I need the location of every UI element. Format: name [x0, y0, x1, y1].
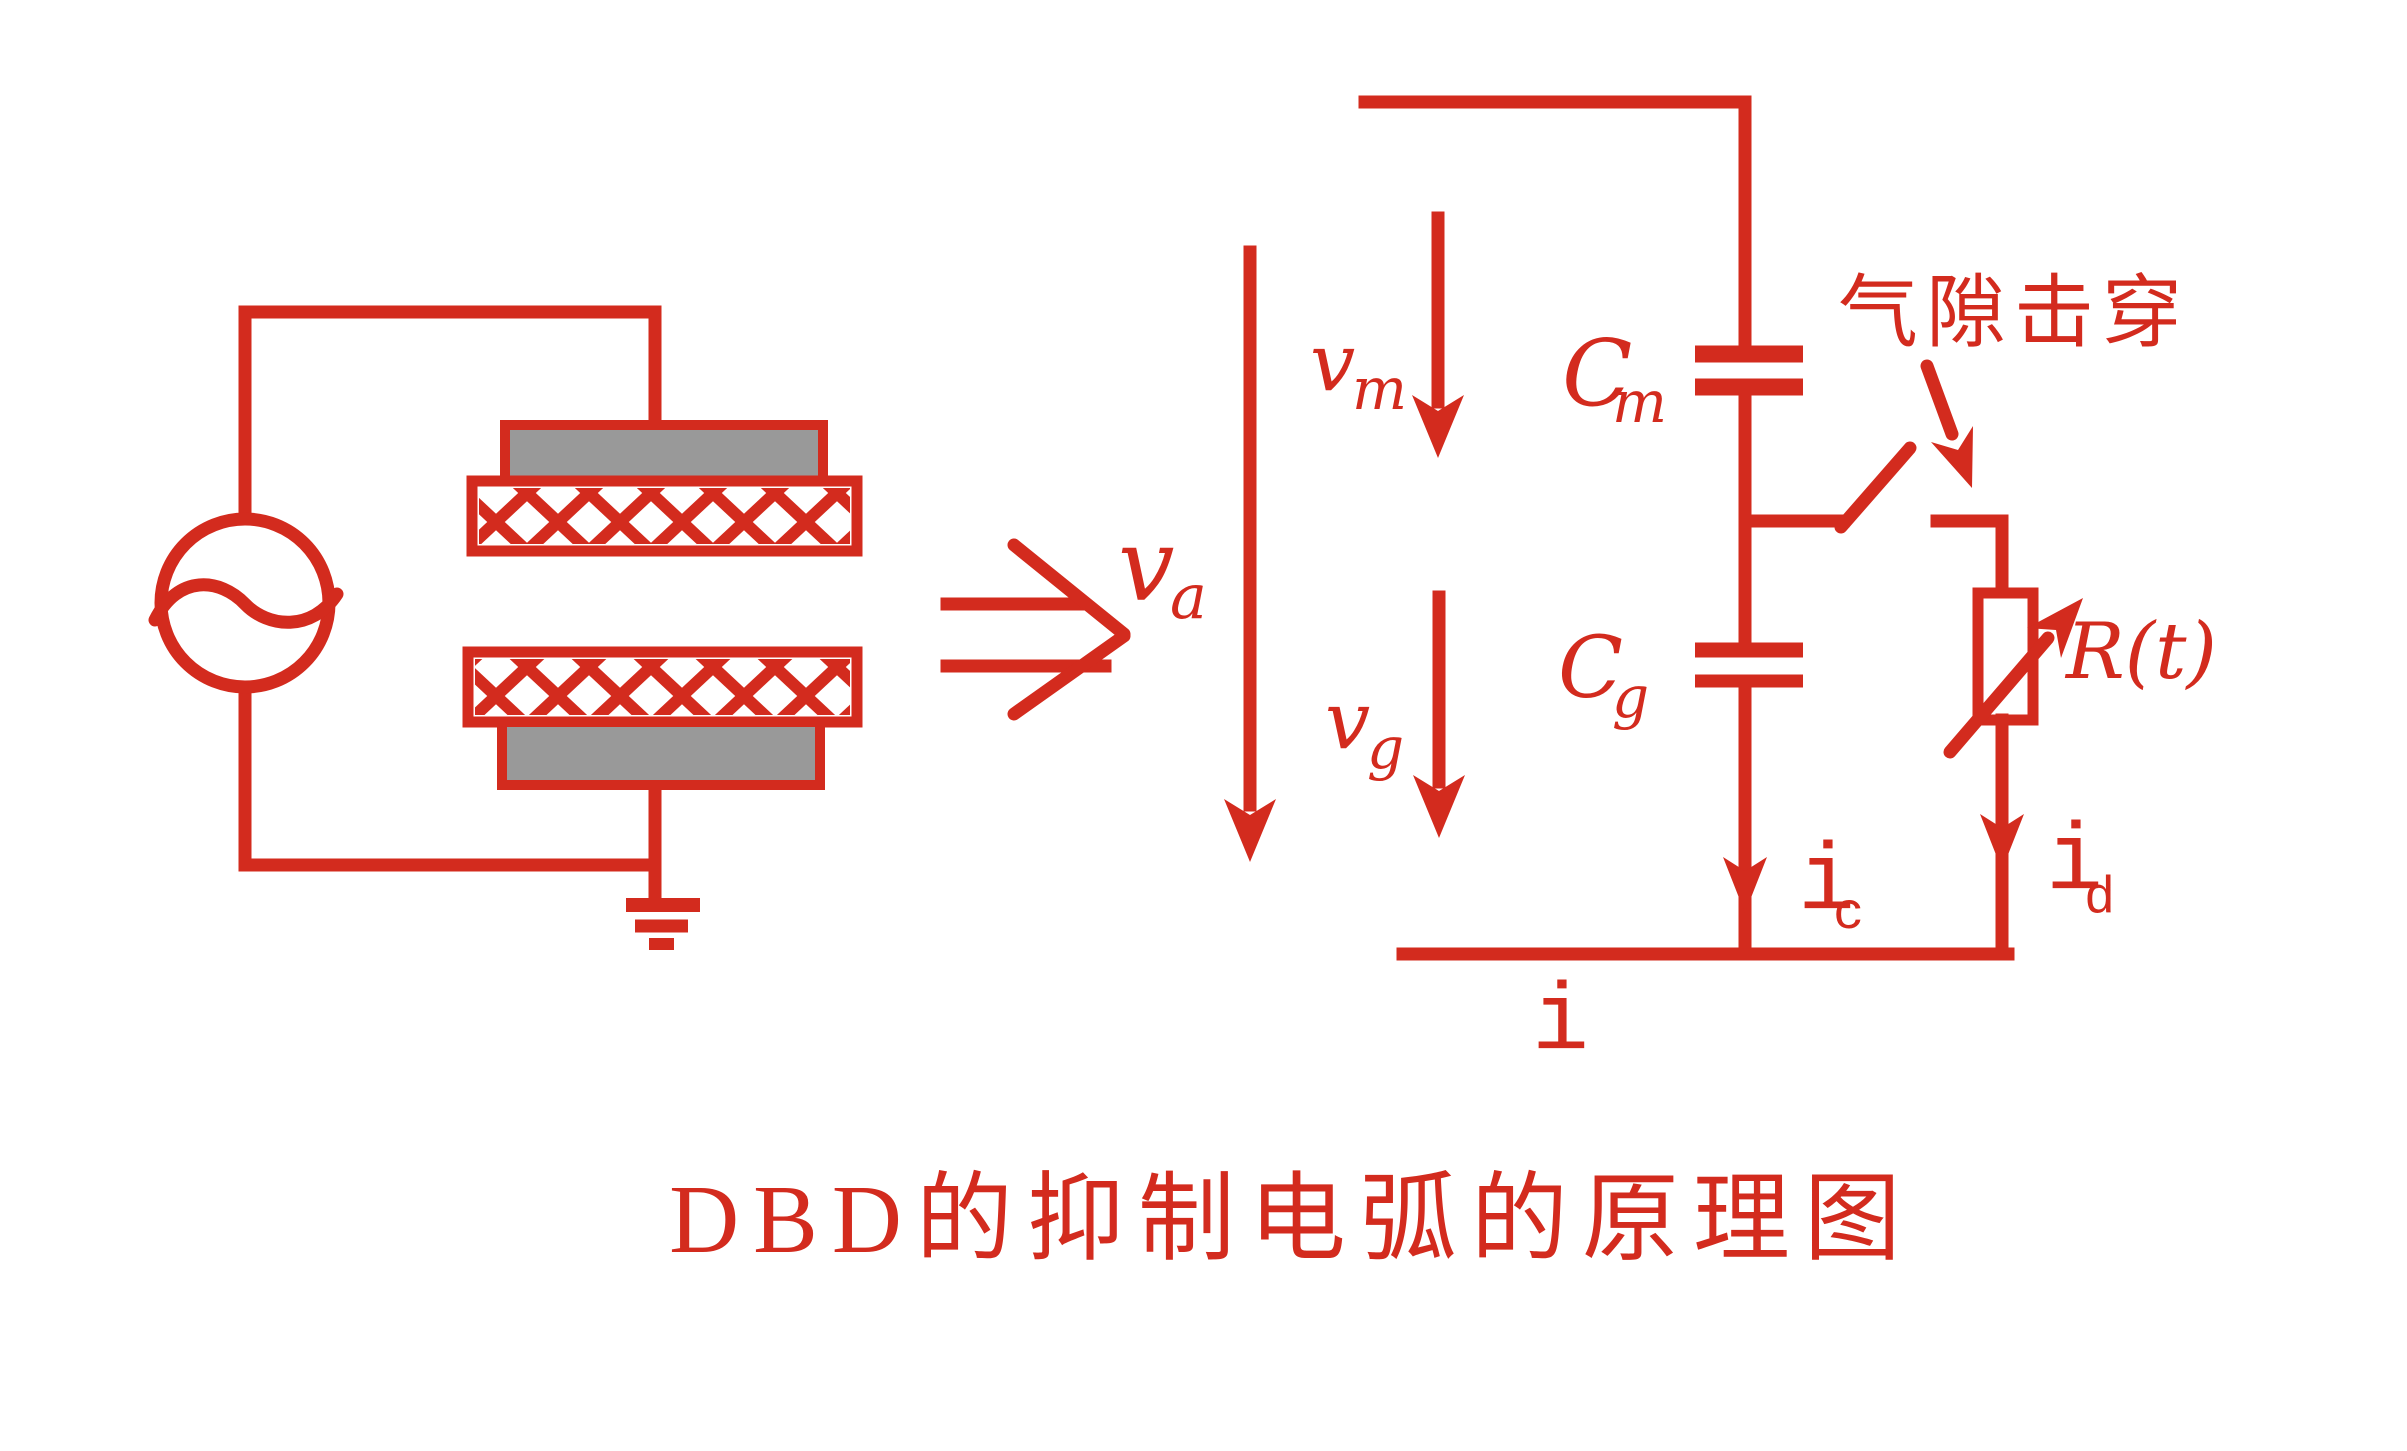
id-arrow-icon: [1980, 814, 2024, 870]
top-dielectric: [466, 475, 863, 557]
capacitor-cg-icon: [1695, 642, 1803, 688]
vg-subscript: g: [1367, 714, 1404, 782]
vm-subscript: m: [1352, 355, 1407, 423]
ic-arrow-icon: [1723, 857, 1767, 913]
va-subscript: a: [1170, 560, 1207, 633]
vg-arrow-icon: [1413, 590, 1465, 838]
vg-label: v: [1325, 674, 1370, 767]
va-label: v: [1118, 507, 1175, 624]
capacitor-cm-icon: [1695, 345, 1803, 396]
top-electrode: [500, 420, 828, 488]
cm-subscript: m: [1612, 368, 1667, 436]
breakdown-annotation-label: 气隙击穿: [1838, 270, 2190, 358]
switch-icon: [1738, 441, 2009, 600]
vm-arrow-icon: [1412, 211, 1464, 458]
page-title: DBD的抑制电弧的原理图: [669, 1166, 1915, 1273]
dbd-cell-diagram: [148, 305, 863, 950]
implication-arrow-icon: [940, 538, 1131, 721]
cg-label: C: [1558, 619, 1623, 718]
wire-top-left: [238, 305, 662, 528]
va-arrow-icon: [1224, 245, 1276, 862]
resistor-label: R(t): [2064, 607, 2217, 697]
breakdown-arrow-icon: [1920, 359, 1973, 488]
id-label: i: [2046, 809, 2103, 917]
bottom-dielectric: [462, 646, 863, 728]
ac-source-icon: [148, 512, 344, 694]
sine-wave-icon: [148, 578, 344, 629]
wire-bottom-left: [238, 679, 662, 872]
ic-label: i: [1798, 829, 1855, 937]
equivalent-circuit: C m 气隙击穿 C g i c: [1358, 95, 2217, 1077]
vm-label: v: [1310, 316, 1355, 409]
cm-label: C: [1562, 320, 1632, 427]
wire-top-right: [1358, 95, 1752, 353]
ic-subscript: c: [1833, 885, 1864, 944]
resistor-icon: [1943, 587, 2083, 759]
ground-icon: [626, 898, 700, 950]
i-total-label: i: [1532, 969, 1589, 1077]
cg-subscript: g: [1612, 663, 1649, 731]
bottom-electrode: [497, 717, 825, 790]
id-subscript: d: [2084, 869, 2115, 928]
